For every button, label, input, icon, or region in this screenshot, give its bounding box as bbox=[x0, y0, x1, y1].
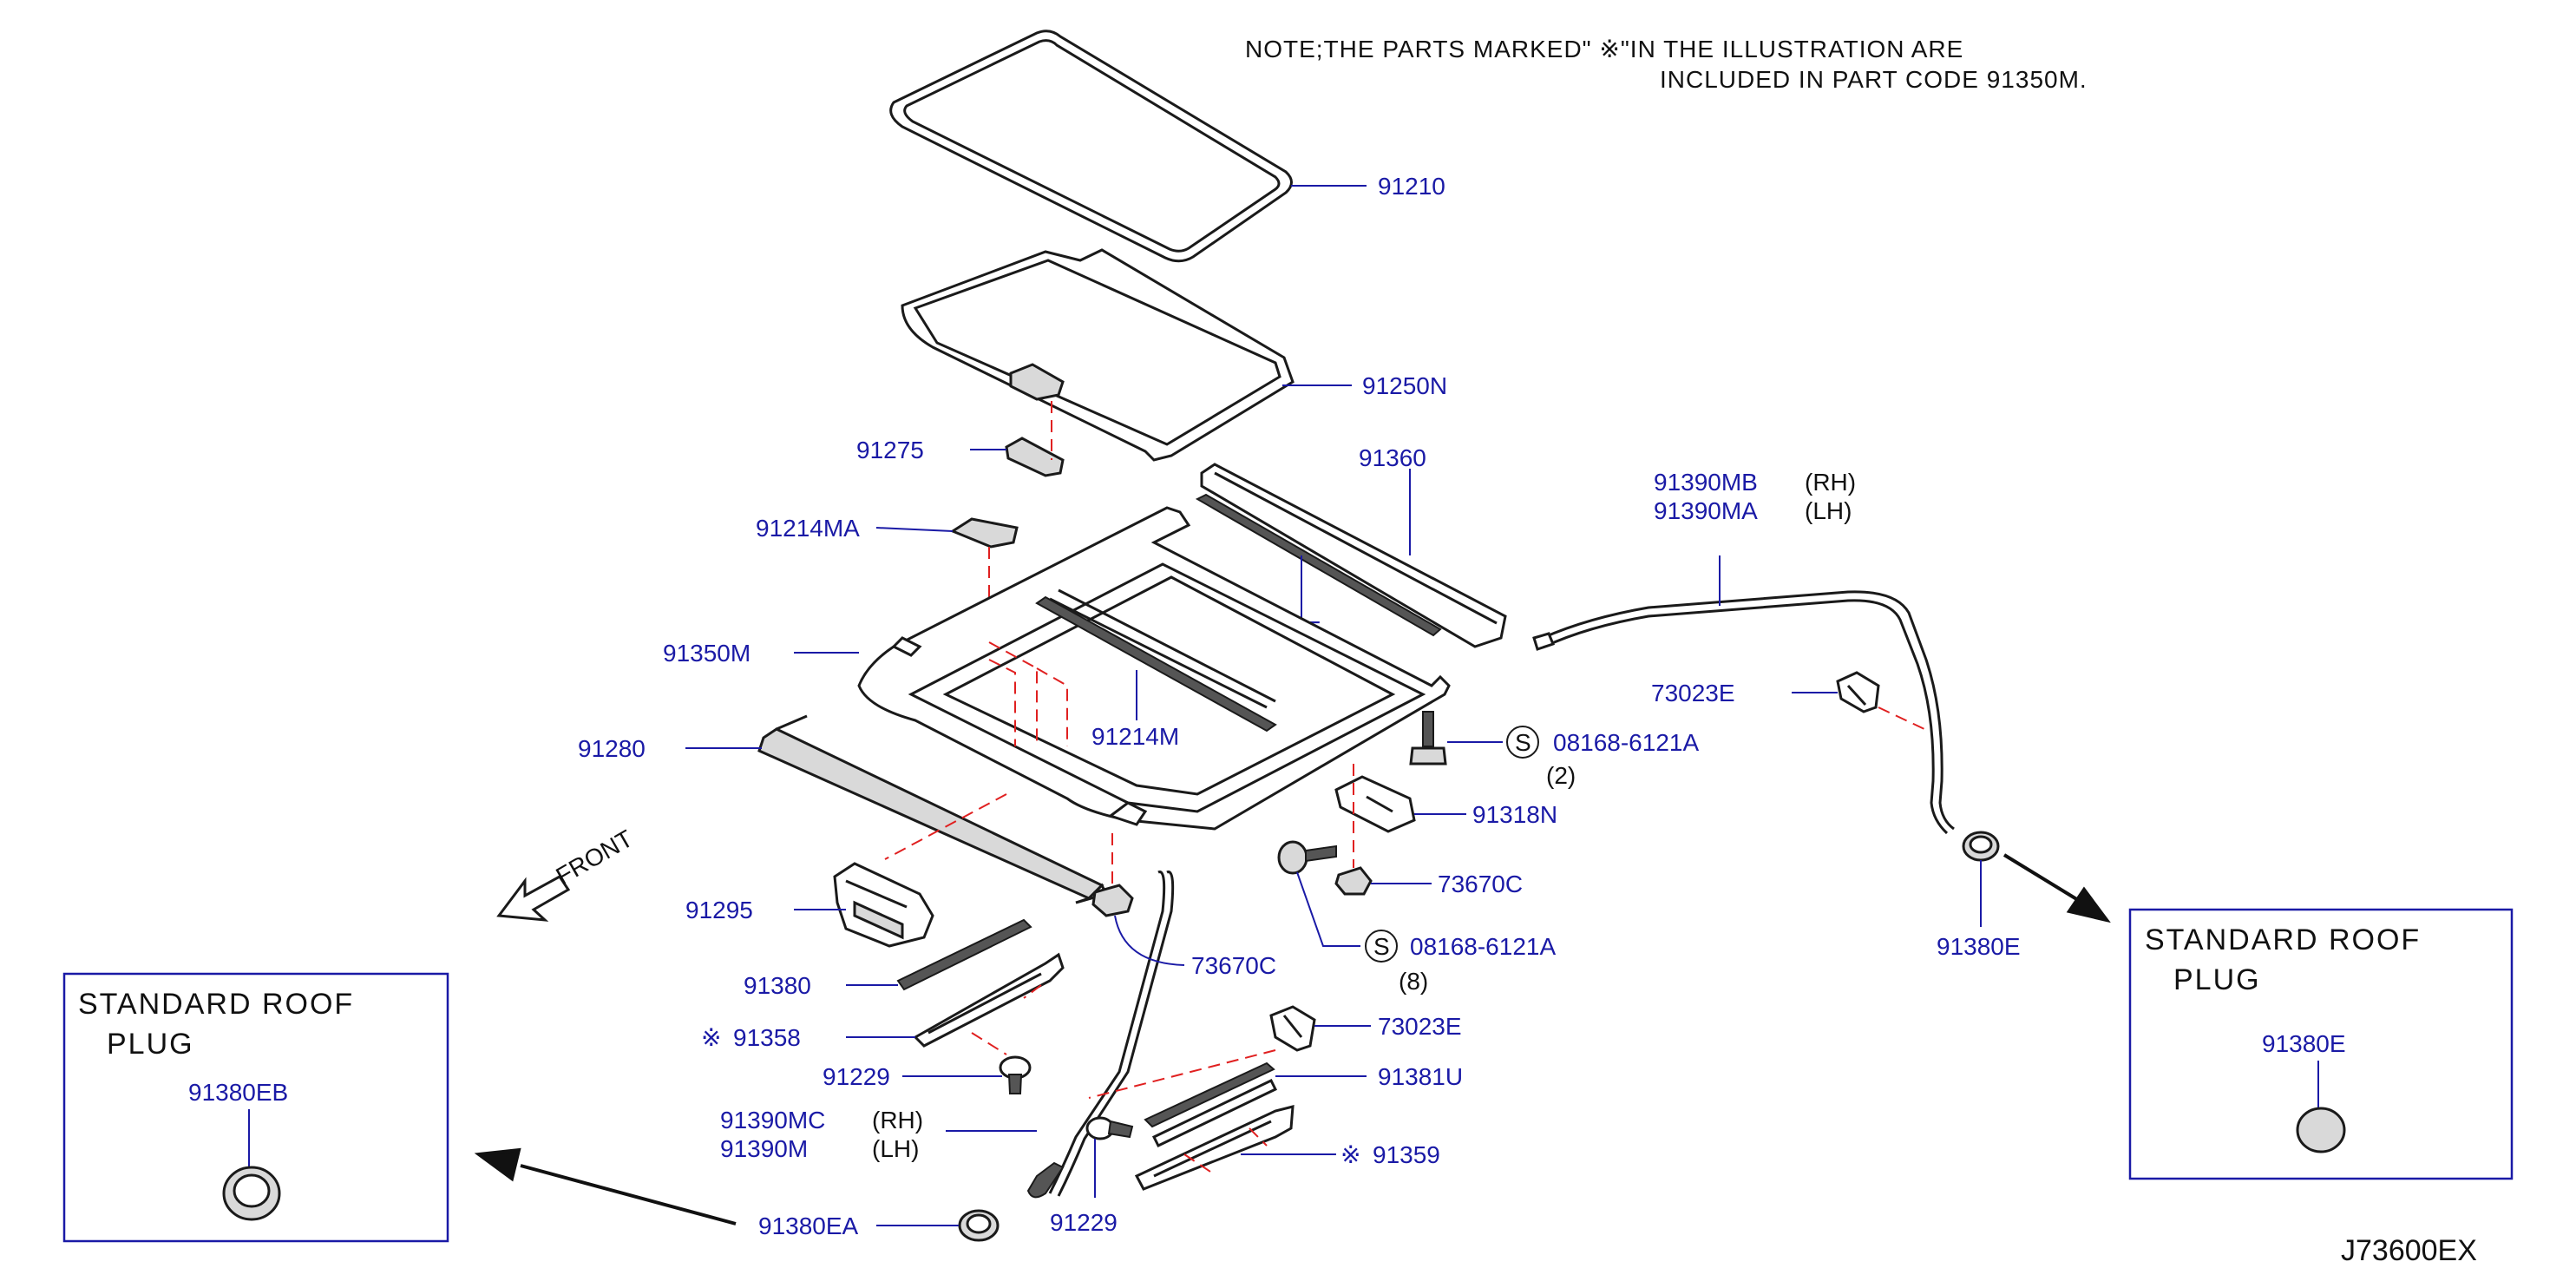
bolt-08168-lower bbox=[1277, 840, 1337, 875]
sunroof-frame-91350m bbox=[857, 506, 1451, 831]
arrow-to-right-box bbox=[2002, 853, 2111, 923]
nut-73670c-lower bbox=[1091, 884, 1134, 917]
part-label-91275[interactable]: 91275 bbox=[856, 437, 924, 463]
bolt-91229-left bbox=[999, 1055, 1032, 1094]
service-symbol-lower bbox=[1365, 930, 1398, 963]
handle-91275 bbox=[1005, 437, 1065, 477]
grommet-91380e-main bbox=[1962, 831, 2000, 862]
part-label-73670c-lower[interactable]: 73670C bbox=[1191, 952, 1276, 979]
service-mark-lower: S bbox=[1373, 933, 1390, 960]
part-label-91280[interactable]: 91280 bbox=[578, 735, 646, 762]
drain-strip-91380 bbox=[896, 918, 1032, 991]
qualifier-rh-upper: (RH) bbox=[1805, 469, 1856, 496]
left-box-title-line2: PLUG bbox=[107, 1028, 194, 1061]
bolt-91229-right bbox=[1085, 1116, 1134, 1140]
part-label-73670c-upper[interactable]: 73670C bbox=[1438, 871, 1523, 897]
part-label-91380eb[interactable]: 91380EB bbox=[188, 1079, 288, 1106]
service-symbol-upper bbox=[1506, 726, 1539, 759]
qualifier-qty-upper: (2) bbox=[1546, 762, 1576, 789]
drain-hose-front bbox=[1026, 871, 1175, 1199]
grommet-91380eb bbox=[222, 1166, 281, 1221]
part-label-91358[interactable]: 91358 bbox=[733, 1024, 801, 1051]
left-box-title-line1: STANDARD ROOF bbox=[78, 988, 354, 1021]
standard-roof-plug-box-left: STANDARD ROOF PLUG 91380EB bbox=[62, 972, 449, 1243]
note-line-2: INCLUDED IN PART CODE 91350M. bbox=[1660, 66, 2088, 93]
motor-91295 bbox=[833, 862, 934, 948]
included-mark-91359: ※ bbox=[1340, 1141, 1360, 1168]
part-label-91390ma[interactable]: 91390MA bbox=[1654, 497, 1758, 524]
front-direction-arrow bbox=[496, 875, 571, 922]
service-mark-upper: S bbox=[1515, 729, 1531, 756]
part-label-08168-lower[interactable]: 08168-6121A bbox=[1410, 933, 1556, 960]
part-label-91318n[interactable]: 91318N bbox=[1472, 801, 1557, 828]
part-label-91381u[interactable]: 91381U bbox=[1378, 1063, 1463, 1090]
part-label-91350m[interactable]: 91350M bbox=[663, 640, 751, 667]
part-label-91214m[interactable]: 91214M bbox=[1091, 723, 1179, 750]
standard-roof-plug-box-right: STANDARD ROOF PLUG 91380E bbox=[2128, 908, 2514, 1180]
qualifier-qty-lower: (8) bbox=[1399, 968, 1428, 995]
deflector-91360 bbox=[1200, 463, 1507, 648]
included-mark-91358: ※ bbox=[701, 1024, 721, 1051]
qualifier-lh-upper: (LH) bbox=[1805, 497, 1852, 524]
right-box-title-line2: PLUG bbox=[2173, 963, 2261, 996]
drain-hose-rear bbox=[1532, 590, 1955, 835]
part-label-91390m[interactable]: 91390M bbox=[720, 1135, 808, 1162]
arrow-to-left-box bbox=[474, 1147, 737, 1226]
qualifier-rh-lower: (RH) bbox=[872, 1107, 923, 1134]
bolt-08168-upper bbox=[1409, 711, 1447, 766]
part-label-91390mc[interactable]: 91390MC bbox=[720, 1107, 825, 1134]
part-label-91359[interactable]: 91359 bbox=[1373, 1141, 1440, 1168]
part-label-91380e-box[interactable]: 91380E bbox=[2262, 1030, 2346, 1057]
part-label-91210[interactable]: 91210 bbox=[1378, 173, 1445, 200]
part-label-08168-upper[interactable]: 08168-6121A bbox=[1553, 729, 1699, 756]
note-line-1: NOTE;THE PARTS MARKED" ※"IN THE ILLUSTRA… bbox=[1245, 36, 1963, 62]
front-label: FRONT bbox=[552, 825, 638, 890]
part-label-91250n[interactable]: 91250N bbox=[1362, 372, 1447, 399]
right-box-title-line1: STANDARD ROOF bbox=[2145, 923, 2421, 956]
part-label-73023e-upper[interactable]: 73023E bbox=[1651, 680, 1735, 706]
part-label-91380[interactable]: 91380 bbox=[744, 972, 811, 999]
grommet-91380e-box bbox=[2296, 1107, 2346, 1153]
part-label-91380ea[interactable]: 91380EA bbox=[758, 1212, 859, 1239]
part-label-91214ma[interactable]: 91214MA bbox=[756, 515, 860, 542]
part-label-91360[interactable]: 91360 bbox=[1359, 444, 1426, 471]
sunshade-91250n bbox=[901, 248, 1295, 462]
diagram-reference: J73600EX bbox=[2341, 1234, 2477, 1267]
qualifier-lh-lower: (LH) bbox=[872, 1135, 919, 1162]
nut-73670c-upper bbox=[1334, 866, 1373, 896]
part-label-91380e-main[interactable]: 91380E bbox=[1937, 933, 2021, 960]
slider-91358 bbox=[913, 952, 1065, 1048]
part-label-91229-right[interactable]: 91229 bbox=[1050, 1209, 1118, 1236]
part-label-91390mb[interactable]: 91390MB bbox=[1654, 469, 1758, 496]
strip-91381u bbox=[1144, 1061, 1278, 1147]
pad-91214ma bbox=[949, 517, 1019, 549]
clip-73023e-upper bbox=[1836, 671, 1880, 713]
clip-73023e-lower bbox=[1269, 1005, 1316, 1052]
part-label-91295[interactable]: 91295 bbox=[685, 897, 753, 923]
glass-panel-91210 bbox=[889, 30, 1293, 263]
grommet-91380ea bbox=[958, 1209, 1000, 1242]
part-label-91229-left[interactable]: 91229 bbox=[823, 1063, 890, 1090]
part-label-73023e-lower[interactable]: 73023E bbox=[1378, 1013, 1462, 1040]
seal-strip-91255f bbox=[1195, 493, 1442, 637]
bracket-91318n bbox=[1334, 775, 1416, 833]
